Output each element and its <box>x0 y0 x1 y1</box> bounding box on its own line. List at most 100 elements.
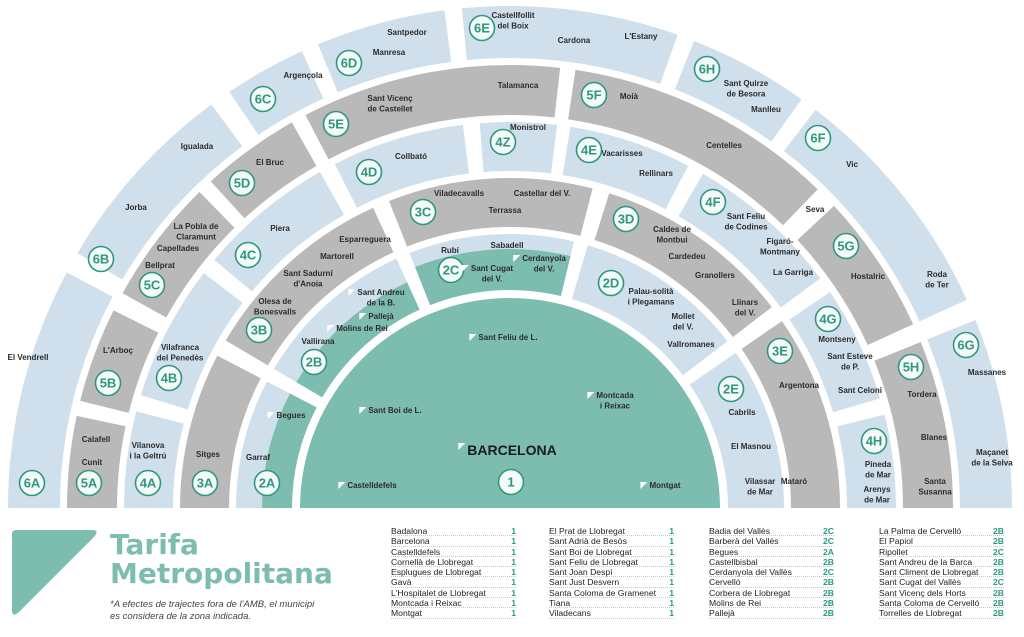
town-label: Granollers <box>695 271 736 280</box>
town-name-line: Maçanet <box>976 448 1008 457</box>
municipality-name: Castellbisbal <box>709 556 758 567</box>
town-label: Montgat <box>649 481 680 490</box>
badge-label: 5B <box>100 376 117 391</box>
town-name-line: Piera <box>270 224 290 233</box>
town-name-line: Pallejà <box>368 312 394 321</box>
zone-badge-5h: 5H <box>897 353 925 381</box>
zone-value: 1 <box>511 598 516 609</box>
town-name-line: Mataró <box>781 477 807 486</box>
town-label: Vallromanes <box>667 340 715 349</box>
amb-marker-icon <box>469 334 477 341</box>
badge-label: 6F <box>810 131 825 146</box>
municipality-name: Cornellà de Llobregat <box>391 556 474 567</box>
badge-label: 4G <box>819 312 836 327</box>
badge-circle <box>699 188 727 216</box>
zone-badge-5g: 5G <box>832 232 860 260</box>
municipality-name: Pallejà <box>709 608 735 619</box>
municipality-name: Sant Cugat del Vallès <box>879 577 962 588</box>
badge-circle <box>814 305 842 333</box>
table-row: Cornellà de Llobregat 1 <box>391 556 516 568</box>
zone-value: 1 <box>669 546 674 557</box>
zone-3e-sector <box>741 321 840 508</box>
badge-circle <box>612 205 640 233</box>
badge-label: 6A <box>24 476 41 491</box>
zone-value: 2B <box>993 567 1004 578</box>
zone-value: 1 <box>669 567 674 578</box>
table-row: Pallejà 2B <box>709 608 834 619</box>
zone-value: 1 <box>511 556 516 567</box>
zone-badge-5d: 5D <box>228 169 256 197</box>
zone-3d-sector <box>594 193 772 337</box>
badge-label: 4A <box>140 476 157 491</box>
badge-circle <box>87 245 115 273</box>
town-label: Vic <box>846 160 858 169</box>
badge-label: 4C <box>240 248 257 263</box>
badge-circle <box>860 427 888 455</box>
town-name-line: El Masnou <box>731 442 771 451</box>
town-label: Terrassa <box>489 206 522 215</box>
town-name-line: d'Anoia <box>293 280 323 289</box>
town-label: Begues <box>277 411 306 420</box>
town-name-line: L'Estany <box>624 32 658 41</box>
zone-badge-2d: 2D <box>597 269 625 297</box>
badge-label: 6C <box>255 92 272 107</box>
zone-3c-sector <box>389 178 593 247</box>
badge-circle <box>228 169 256 197</box>
town-name-line: Sant Vicenç <box>367 94 413 103</box>
zone-badge-3a: 3A <box>191 469 219 497</box>
zone-6f-sector <box>783 109 967 322</box>
zone-value: 1 <box>511 546 516 557</box>
town-label: Castelldefels <box>347 481 397 490</box>
zone-value: 2B <box>993 526 1004 536</box>
town-label: Massanes <box>968 368 1007 377</box>
zone-value: 2B <box>823 556 834 567</box>
zone-badge-6d: 6D <box>335 49 363 77</box>
amb-marker-icon <box>338 482 346 489</box>
town-name-line: Cardona <box>558 36 591 45</box>
badge-label: 5F <box>586 88 601 103</box>
badge-label: 4F <box>705 195 720 210</box>
town-name-line: de Castellet <box>368 105 413 114</box>
town-name-line: Montgat <box>649 481 680 490</box>
town-name-line: Argentona <box>779 381 820 390</box>
town-label: Tordera <box>907 390 937 399</box>
zone-badge-6b: 6B <box>87 245 115 273</box>
town-name-line: Arenys <box>863 485 891 494</box>
town-name-line: Capellades <box>157 244 200 253</box>
amb-marker-icon <box>359 407 367 414</box>
town-label: Sabadell <box>491 241 524 250</box>
zone-value: 1 <box>669 526 674 536</box>
badge-circle <box>249 85 277 113</box>
badge-label: 1 <box>507 475 514 490</box>
badge-label: 3B <box>251 323 268 338</box>
zone-badge-4z: 4Z <box>489 128 517 156</box>
town-name-line: Olesa de <box>258 297 292 306</box>
badge-circle <box>497 468 525 496</box>
town-label: Castellar del V. <box>514 189 571 198</box>
zone-badge-4f: 4F <box>699 188 727 216</box>
town-name-line: Sant Celoni <box>838 386 882 395</box>
town-label: Cardona <box>558 36 591 45</box>
town-name-line: Blanes <box>921 433 948 442</box>
zone-value: 1 <box>669 577 674 588</box>
town-name-line: Vilanova <box>132 441 165 450</box>
badge-circle <box>234 241 262 269</box>
municipality-name: L'Hospitalet de Llobregat <box>391 587 486 598</box>
town-name-line: Centelles <box>706 141 742 150</box>
town-name-line: Sabadell <box>491 241 524 250</box>
municipality-name: Viladecans <box>549 608 591 619</box>
zone-1-sector <box>300 298 720 508</box>
zone-value: 2B <box>823 608 834 619</box>
town-name-line: Esparreguera <box>339 235 391 244</box>
zone-value: 2B <box>823 598 834 609</box>
municipality-name: Begues <box>709 546 739 557</box>
town-label: BARCELONA <box>467 442 556 458</box>
